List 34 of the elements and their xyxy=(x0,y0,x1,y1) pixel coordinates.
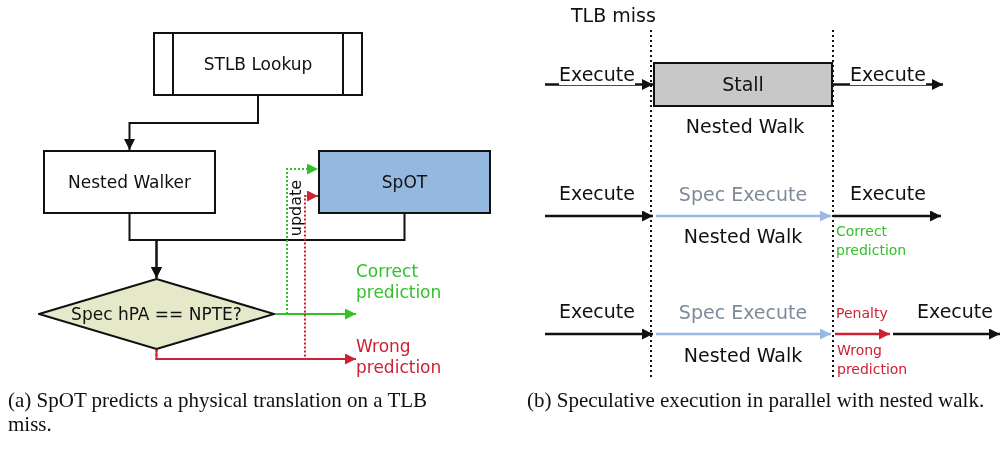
arrow xyxy=(274,163,319,315)
arrow xyxy=(155,349,357,365)
arrow xyxy=(155,190,319,360)
arrow xyxy=(124,95,259,151)
node-label: Stall xyxy=(722,74,764,95)
node-label: STLB Lookup xyxy=(202,53,314,75)
edge-label: update xyxy=(289,179,303,237)
outcome-text: Correct prediction xyxy=(356,261,443,303)
timeline-text: Spec Execute xyxy=(678,183,808,205)
timeline-text: Spec Execute xyxy=(678,301,808,323)
predefined-process-box xyxy=(153,32,363,96)
timeline-text: Wrong prediction xyxy=(837,341,909,379)
node-label: Spec hPA == NPTE? xyxy=(71,303,242,325)
process-box xyxy=(318,150,491,214)
figure-caption: (b) Speculative execution in parallel with nested walk. xyxy=(527,388,986,412)
timeline-text: Execute xyxy=(850,182,926,204)
arrow xyxy=(833,79,943,90)
timeline-text: Execute xyxy=(917,300,993,322)
timeline-text: Correct prediction xyxy=(836,222,908,260)
timeline-text: Penalty xyxy=(836,304,888,323)
node-label: Nested Walker xyxy=(68,171,191,193)
timeline-text: TLB miss xyxy=(571,4,656,26)
timeline-text: Execute xyxy=(559,182,635,204)
arrow xyxy=(545,79,653,90)
timeline-text: Nested Walk xyxy=(683,225,803,247)
figure-caption: (a) SpOT predicts a physical translation on a TLB miss. xyxy=(8,388,429,436)
node-label: SpOT xyxy=(381,171,428,193)
process-box xyxy=(43,150,216,214)
caption-text: Nested Walk xyxy=(685,116,805,137)
timeline-text: Nested Walk xyxy=(683,344,803,366)
arrow xyxy=(151,213,406,279)
outcome-text: Wrong prediction xyxy=(356,336,443,378)
timeline-text: Execute xyxy=(559,300,635,322)
arrow xyxy=(274,308,357,320)
